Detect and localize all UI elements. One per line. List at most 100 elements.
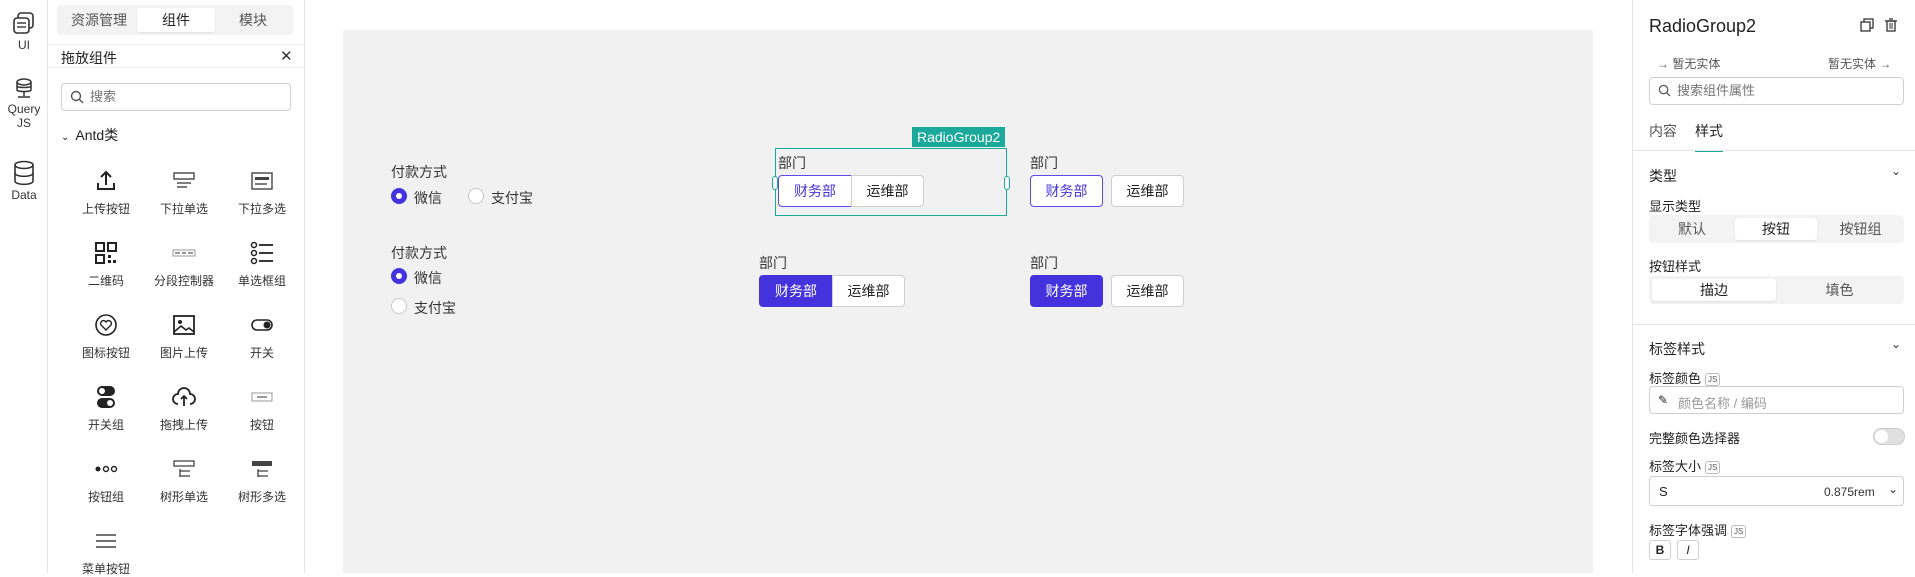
rail-item-ui[interactable]: UI xyxy=(0,10,48,52)
chevron-down-icon: ⌄ xyxy=(61,132,70,143)
component-select[interactable]: 下拉单选 xyxy=(144,168,224,217)
component-label: 按钮 xyxy=(249,418,274,432)
dept-ops-button[interactable]: 运维部 xyxy=(832,275,905,307)
divider xyxy=(1633,150,1915,151)
rail-label-ui: UI xyxy=(18,38,30,52)
component-qrcode[interactable]: 二维码 xyxy=(66,240,146,289)
eyedropper-icon: ✎ xyxy=(1658,393,1669,407)
component-radio-group[interactable]: 单选框组 xyxy=(222,240,302,289)
panel-tabs: 资源管理 组件 模块 xyxy=(57,5,293,35)
display-type-button-group[interactable]: 按钮组 xyxy=(1839,221,1882,237)
full-picker-toggle[interactable] xyxy=(1873,428,1905,445)
resize-handle-left[interactable] xyxy=(772,176,778,190)
close-icon[interactable]: ✕ xyxy=(280,48,293,65)
tree-multiselect-icon xyxy=(249,456,275,482)
dropdown-icon xyxy=(171,168,197,194)
search-input[interactable] xyxy=(90,89,280,104)
display-type-default[interactable]: 默认 xyxy=(1678,221,1706,237)
radio-alipay-2[interactable] xyxy=(391,298,407,314)
tab-resources[interactable]: 资源管理 xyxy=(71,12,127,28)
search-icon xyxy=(1658,84,1671,100)
selected-component-tag: RadioGroup2 xyxy=(912,127,1006,147)
radio-wechat-2[interactable] xyxy=(391,268,407,284)
component-image-upload[interactable]: 图片上传 xyxy=(144,312,224,361)
button-style-outline[interactable]: 描边 xyxy=(1652,279,1776,301)
properties-panel: RadioGroup2 → 暂无实体 暂无实体 → 内容 样式 类型 ⌄ 显示类… xyxy=(1632,0,1915,573)
display-type-button[interactable]: 按钮 xyxy=(1735,218,1817,240)
ui-layers-icon xyxy=(11,10,37,36)
component-label: 开关 xyxy=(249,346,274,360)
component-label: 单选框组 xyxy=(237,274,286,288)
component-switch[interactable]: 开关 xyxy=(222,312,302,361)
component-upload-button[interactable]: 上传按钮 xyxy=(66,168,146,217)
js-badge[interactable]: JS xyxy=(1731,525,1747,539)
upload-icon xyxy=(93,168,119,194)
radio-alipay-1[interactable] xyxy=(468,188,484,204)
rail-label-js: JS xyxy=(16,116,31,130)
chevron-down-icon[interactable]: ⌄ xyxy=(1891,337,1902,351)
component-segmented[interactable]: 分段控制器 xyxy=(144,240,224,289)
radio-label: 微信 xyxy=(414,270,442,286)
design-canvas[interactable]: 付款方式 微信 支付宝 付款方式 微信 支付宝 RadioGroup2 部门 财… xyxy=(343,30,1593,573)
group-header[interactable]: ⌄Antd类 xyxy=(61,125,118,145)
tab-components[interactable]: 组件 xyxy=(137,8,215,32)
rail-item-query[interactable]: Query JS xyxy=(0,78,48,130)
js-badge[interactable]: JS xyxy=(1705,461,1721,475)
trash-icon[interactable] xyxy=(1884,18,1898,35)
segmented-icon xyxy=(171,240,197,266)
dept-finance-button[interactable]: 财务部 xyxy=(1030,275,1103,307)
chevron-down-icon: ⌄ xyxy=(1888,482,1899,496)
tab-modules[interactable]: 模块 xyxy=(239,12,267,28)
entity-right[interactable]: 暂无实体 → xyxy=(1828,57,1892,71)
dept-ops-button[interactable]: 运维部 xyxy=(1111,175,1184,207)
component-button-group[interactable]: 按钮组 xyxy=(66,456,146,505)
dept-finance-button[interactable]: 财务部 xyxy=(778,175,852,207)
dept-label: 部门 xyxy=(1030,255,1058,271)
component-tree-multiselect[interactable]: 树形多选 xyxy=(222,456,302,505)
component-label: 分段控制器 xyxy=(153,274,214,288)
component-button[interactable]: 按钮 xyxy=(222,384,302,433)
component-drag-upload[interactable]: 拖拽上传 xyxy=(144,384,224,433)
radio-wechat-1[interactable] xyxy=(391,188,407,204)
property-search[interactable] xyxy=(1649,77,1904,105)
component-search[interactable] xyxy=(61,83,291,111)
component-menu-button[interactable]: 菜单按钮 xyxy=(66,528,146,577)
component-switch-group[interactable]: 开关组 xyxy=(66,384,146,433)
js-badge[interactable]: JS xyxy=(1705,373,1721,387)
resize-handle-right[interactable] xyxy=(1004,176,1010,190)
copy-icon[interactable] xyxy=(1860,18,1874,35)
rail-item-data[interactable]: Data xyxy=(0,160,48,202)
dept-ops-button[interactable]: 运维部 xyxy=(1111,275,1184,307)
tab-content[interactable]: 内容 xyxy=(1649,123,1677,139)
label-size-select[interactable]: S 0.875rem ⌄ xyxy=(1649,476,1904,506)
display-type-segmented: 默认 按钮 按钮组 xyxy=(1649,215,1904,243)
bold-button[interactable]: B xyxy=(1649,540,1671,560)
label-color-input[interactable]: ✎ 颜色名称 / 编码 xyxy=(1649,386,1904,414)
component-multiselect[interactable]: 下拉多选 xyxy=(222,168,302,217)
property-search-input[interactable] xyxy=(1677,83,1892,98)
dept-ops-button[interactable]: 运维部 xyxy=(851,175,924,207)
chevron-down-icon[interactable]: ⌄ xyxy=(1891,164,1902,178)
component-label: 下拉单选 xyxy=(159,202,208,216)
menu-icon xyxy=(93,528,119,554)
entity-left[interactable]: → 暂无实体 xyxy=(1657,57,1721,71)
component-name[interactable]: RadioGroup2 xyxy=(1649,16,1757,36)
image-icon xyxy=(171,312,197,338)
component-label: 二维码 xyxy=(87,274,124,288)
full-picker-label: 完整颜色选择器 xyxy=(1649,431,1741,446)
dept-finance-button[interactable]: 财务部 xyxy=(1030,175,1103,207)
dept-label: 部门 xyxy=(778,155,806,171)
italic-button[interactable]: I xyxy=(1677,540,1699,560)
component-label: 拖拽上传 xyxy=(159,418,208,432)
radio-group-label: 付款方式 xyxy=(391,164,447,180)
dept-finance-button[interactable]: 财务部 xyxy=(759,275,833,307)
tab-style[interactable]: 样式 xyxy=(1695,121,1723,152)
cloud-upload-icon xyxy=(171,384,197,410)
component-panel: 资源管理 组件 模块 拖放组件 ✕ ⌄Antd类 上传按钮 下拉单选 下拉多选 … xyxy=(48,0,305,576)
dept-label: 部门 xyxy=(759,255,787,271)
component-icon-button[interactable]: 图标按钮 xyxy=(66,312,146,361)
button-style-fill[interactable]: 填色 xyxy=(1825,282,1854,298)
component-tree-select[interactable]: 树形单选 xyxy=(144,456,224,505)
